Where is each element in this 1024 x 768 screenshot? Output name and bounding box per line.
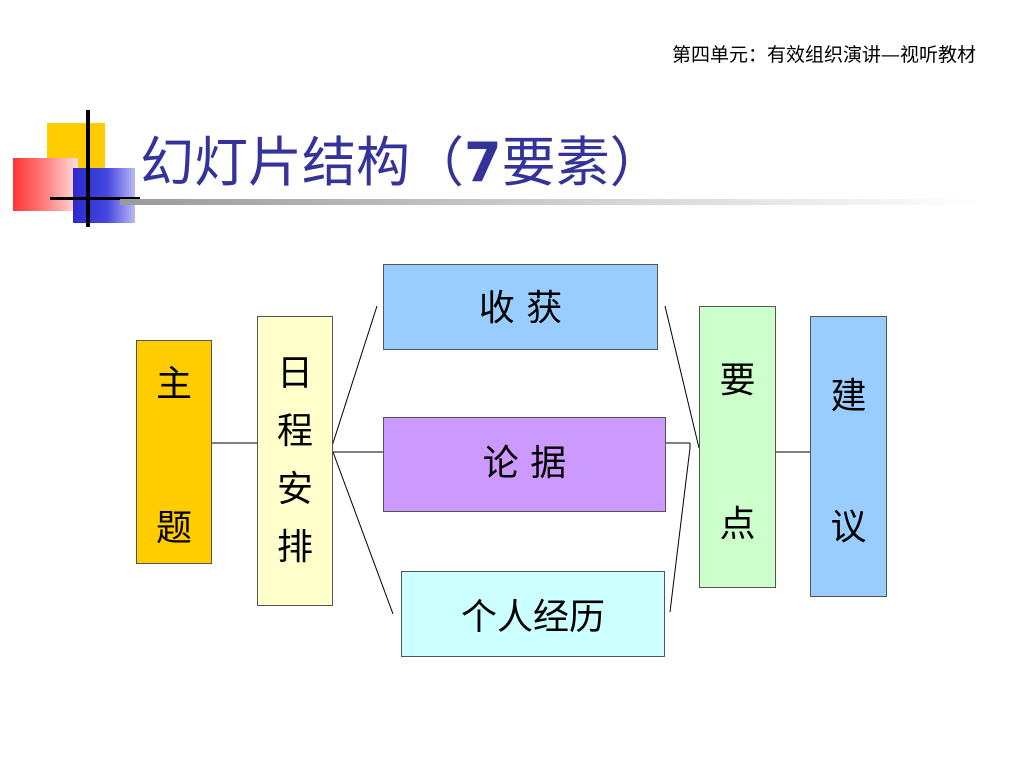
keypoints-char-1: 要: [719, 360, 756, 401]
suggestion-char-2: 议: [830, 507, 867, 548]
slide-title: 幻灯片结构（7要素）: [140, 118, 664, 197]
harvest-label: 收 获: [478, 288, 563, 329]
topic-char-1: 主: [155, 364, 192, 405]
experience-label: 个人经历: [460, 597, 605, 638]
keypoints-box: 要 点: [699, 306, 776, 588]
title-main: 幻灯片结构（: [140, 131, 464, 194]
connector-schedule-harvest: [324, 305, 378, 469]
schedule-char-3: 安: [276, 469, 313, 510]
experience-box: 个人经历: [401, 571, 665, 657]
title-number: 7: [464, 131, 502, 194]
title-decoration-red-square: [13, 158, 78, 211]
topic-box: 主 题: [136, 340, 212, 564]
schedule-char-1: 日: [276, 353, 313, 394]
argument-label: 论 据: [482, 443, 567, 484]
schedule-char-2: 程: [276, 411, 313, 452]
title-decoration-vertical-line: [86, 110, 90, 227]
connector-experience-keypoints: [669, 447, 691, 613]
title-underline: [120, 199, 980, 205]
title-tail: 要素）: [501, 131, 664, 194]
schedule-box: 日 程 安 排: [257, 316, 333, 606]
connector-harvest-keypoints: [664, 305, 700, 449]
connector-schedule-experience: [332, 451, 394, 615]
title-decoration-horizontal-line: [50, 197, 140, 200]
suggestion-box: 建 议: [810, 316, 887, 597]
header-note: 第四单元：有效组织演讲—视听教材: [671, 44, 976, 66]
argument-box: 论 据: [383, 417, 666, 512]
topic-char-2: 题: [155, 508, 192, 549]
title-decoration-blue-square: [73, 168, 135, 223]
schedule-char-4: 排: [276, 527, 313, 568]
suggestion-char-1: 建: [830, 376, 867, 417]
harvest-box: 收 获: [383, 264, 658, 350]
keypoints-char-2: 点: [719, 504, 756, 545]
